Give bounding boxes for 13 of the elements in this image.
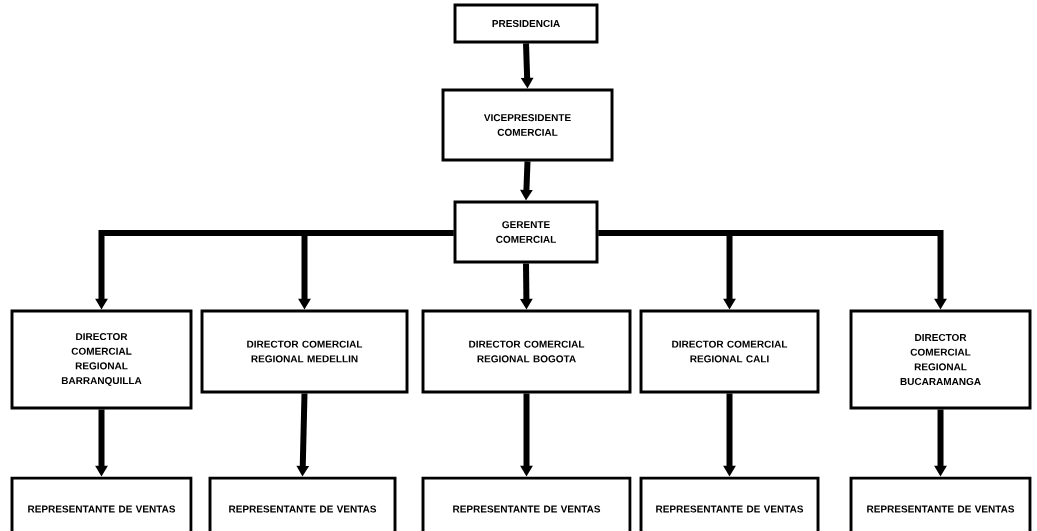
org-box: DIRECTOR COMERCIAL REGIONAL BARRANQUILLA xyxy=(10,309,193,410)
org-box: GERENTE COMERCIAL xyxy=(453,200,599,264)
org-box: REPRESENTANTE DE VENTAS xyxy=(849,476,1032,531)
org-box: VICEPRESIDENTE COMERCIAL xyxy=(441,88,614,162)
org-box: REPRESENTANTE DE VENTAS xyxy=(639,476,820,531)
org-box: DIRECTOR COMERCIAL REGIONAL CALI xyxy=(639,309,820,394)
org-box: REPRESENTANTE DE VENTAS xyxy=(10,476,193,531)
org-box: REPRESENTANTE DE VENTAS xyxy=(208,476,397,531)
org-box: DIRECTOR COMERCIAL REGIONAL MEDELLIN xyxy=(200,309,409,394)
org-box: PRESIDENCIA xyxy=(453,3,599,44)
org-box: DIRECTOR COMERCIAL REGIONAL BOGOTA xyxy=(421,309,632,394)
org-box: REPRESENTANTE DE VENTAS xyxy=(421,476,632,531)
org-box: DIRECTOR COMERCIAL REGIONAL BUCARAMANGA xyxy=(849,309,1032,410)
